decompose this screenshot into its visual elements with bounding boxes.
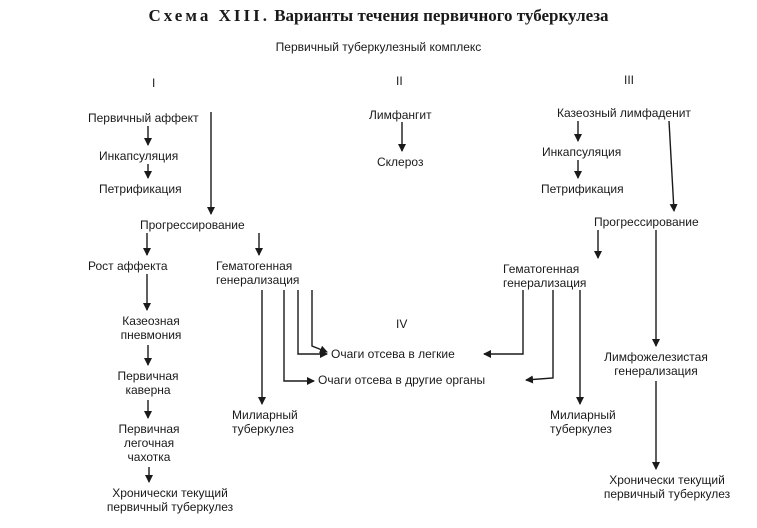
node-text-line: генерализация: [503, 276, 587, 290]
arrow-hematogenous-to-foci-organs-1: [283, 290, 315, 385]
node-text-line: первичный туберкулез: [106, 500, 234, 514]
node-text-line: туберкулез: [232, 422, 294, 436]
node-caseous-lymphadenitis: Казеозный лимфаденит: [557, 106, 691, 120]
node-lymphangitis: Лимфангит: [369, 108, 432, 122]
node-text-line: Милиарный: [232, 408, 298, 422]
column-label-3: III: [624, 73, 635, 87]
arrow-hematogenous-to-foci-lungs-1: [297, 290, 328, 358]
column-label-2: II: [396, 74, 403, 88]
node-text-line: Первичная: [118, 422, 180, 436]
node-text-line: генерализация: [614, 364, 698, 378]
node-text-line: Хронически текущий: [112, 486, 228, 500]
arrow-hematogenous-to-foci-organs-3: [525, 290, 554, 384]
node-primary-affect: Первичный аффект: [88, 111, 199, 125]
scheme-label: Схема XIII.: [148, 6, 270, 25]
diagram-subtitle: Первичный туберкулезный комплекс: [275, 40, 482, 54]
node-text-line: Гематогенная: [503, 262, 580, 276]
node-text-line: каверна: [125, 383, 171, 397]
node-text-line: туберкулез: [550, 422, 612, 436]
arrow-lymphadenitis-to-progression: [668, 120, 678, 212]
arrow-hematogenous-to-foci-lungs-3: [483, 290, 524, 358]
node-text-line: Гематогенная: [216, 259, 293, 273]
node-text-line: первичный туберкулез: [603, 487, 731, 501]
node-text-line: Казеозная: [122, 314, 180, 328]
node-text-line: пневмония: [120, 328, 182, 342]
node-foci-lungs: Очаги отсева в легкие: [331, 347, 455, 361]
node-text-line: легочная: [123, 436, 175, 450]
node-text-line: Первичная: [117, 369, 179, 383]
node-encapsulation-3: Инкапсуляция: [542, 145, 622, 159]
node-petrification-3: Петрификация: [541, 182, 624, 196]
node-text-line: Милиарный: [550, 408, 616, 422]
node-progression-1: Прогрессирование: [140, 218, 245, 232]
node-progression-3: Прогрессирование: [594, 215, 699, 229]
node-petrification-1: Петрификация: [99, 182, 182, 196]
node-foci-organs: Очаги отсева в другие органы: [318, 373, 486, 387]
node-text-line: Хронически текущий: [609, 473, 725, 487]
diagram-title: Схема XIII. Варианты течения первичного …: [0, 6, 757, 26]
node-affect-growth: Рост аффекта: [88, 259, 168, 273]
node-encapsulation-1: Инкапсуляция: [99, 149, 179, 163]
arrow-hematogenous-to-foci-lungs-extra: [311, 290, 328, 354]
node-text-line: чахотка: [127, 450, 171, 464]
column-label-4: IV: [396, 317, 408, 331]
node-sclerosis: Склероз: [377, 155, 424, 169]
title-text: Варианты течения первичного туберкулеза: [274, 6, 609, 25]
node-text-line: Лимфожелезистая: [604, 350, 708, 364]
node-text-line: генерализация: [216, 273, 300, 287]
column-label-1: I: [152, 76, 156, 90]
